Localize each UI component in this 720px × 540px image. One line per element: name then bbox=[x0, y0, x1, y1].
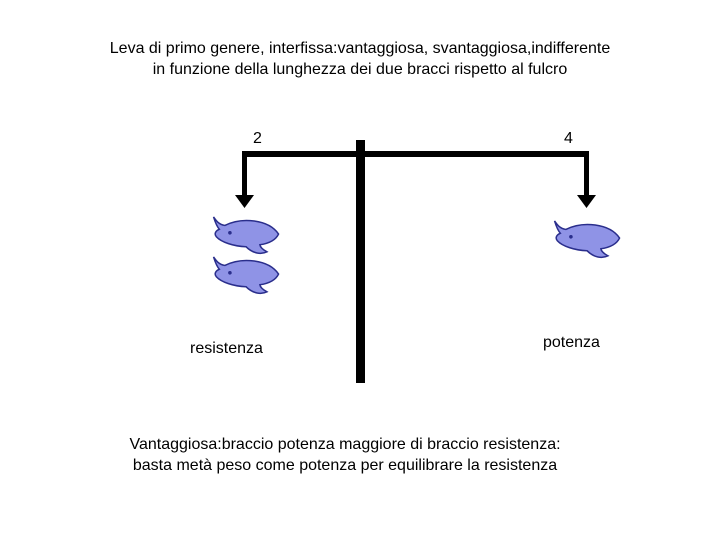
left-force-arrow bbox=[235, 151, 254, 208]
fulcrum-post bbox=[356, 140, 365, 383]
lever-beam bbox=[242, 151, 589, 157]
resistance-label: resistenza bbox=[190, 340, 263, 357]
title-line-1: Leva di primo genere, interfissa:vantagg… bbox=[109, 40, 611, 57]
explanation-caption: Vantaggiosa:braccio potenza maggiore di … bbox=[0, 434, 690, 476]
right-arm-length-label: 4 bbox=[564, 130, 573, 147]
page-title: Leva di primo genere, interfissa:vantagg… bbox=[0, 38, 720, 80]
dolphin-weight-right-1 bbox=[553, 211, 623, 265]
title-line-2: in funzione della lunghezza dei due brac… bbox=[152, 61, 568, 78]
left-arm-length-label: 2 bbox=[253, 130, 262, 147]
right-force-arrow bbox=[577, 151, 596, 208]
caption-line-1: Vantaggiosa:braccio potenza maggiore di … bbox=[129, 436, 561, 453]
caption-line-2: basta metà peso come potenza per equilib… bbox=[132, 457, 558, 474]
dolphin-weight-left-1 bbox=[212, 207, 282, 261]
dolphin-weight-left-2 bbox=[212, 247, 282, 301]
effort-label: potenza bbox=[543, 334, 600, 351]
